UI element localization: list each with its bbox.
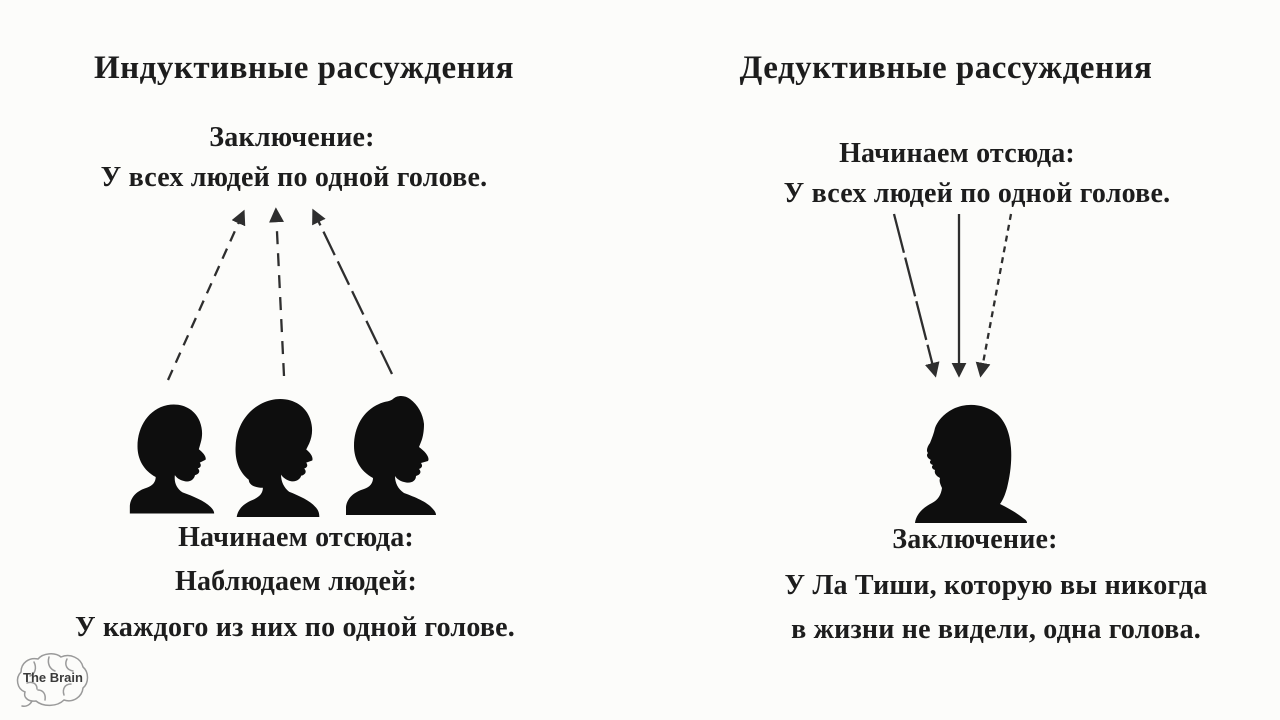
man-profile-silhouette-icon bbox=[129, 404, 215, 514]
down-arrow-icon bbox=[975, 213, 1013, 378]
inductive-conclusion-text: У всех людей по одной голове. bbox=[100, 162, 488, 193]
inductive-start-heading: Начинаем отсюда: bbox=[178, 522, 414, 553]
deductive-conclusion-line2: в жизни не видели, одна голова. bbox=[791, 614, 1201, 645]
dashed-up-arrow-icon bbox=[269, 207, 286, 377]
brain-icon bbox=[16, 653, 89, 707]
inductive-title: Индуктивные рассуждения bbox=[93, 50, 515, 86]
deductive-premise-text: У всех людей по одной голове. bbox=[783, 178, 1171, 209]
inductive-conclusion-heading: Заключение: bbox=[209, 122, 375, 153]
brain-logo-label: The Brain bbox=[23, 670, 83, 685]
deductive-title: Дедуктивные рассуждения bbox=[739, 50, 1153, 86]
the-brain-logo: The Brain bbox=[12, 650, 94, 714]
inductive-observe-line: Наблюдаем людей: bbox=[174, 566, 418, 597]
deductive-start-heading: Начинаем отсюда: bbox=[839, 138, 1075, 169]
dashed-up-arrow-icon bbox=[166, 209, 246, 381]
bob-woman-profile-silhouette-icon bbox=[235, 399, 320, 517]
deductive-conclusion-line1: У Ла Тиши, которую вы никогда bbox=[784, 570, 1208, 601]
dashed-up-arrow-icon bbox=[312, 208, 394, 375]
long-hair-woman-profile-silhouette-icon bbox=[915, 404, 1027, 523]
deductive-conclusion-heading: Заключение: bbox=[892, 524, 1058, 555]
down-arrow-icon bbox=[892, 213, 940, 378]
elder-man-profile-silhouette-icon bbox=[346, 396, 436, 515]
inductive-observation-text: У каждого из них по одной голове. bbox=[75, 612, 515, 643]
